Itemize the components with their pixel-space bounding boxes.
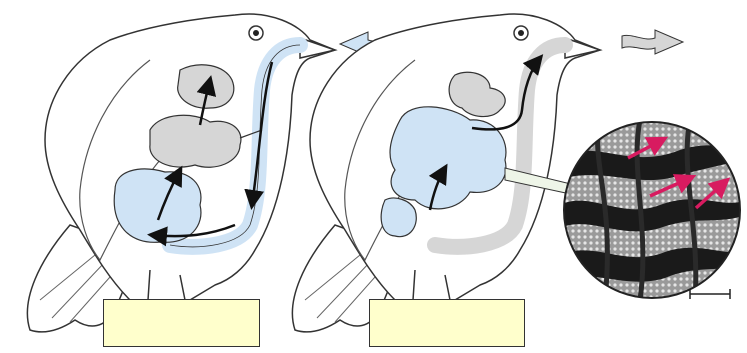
micrograph-parabronchi — [560, 120, 747, 300]
posterior-air-sac-right — [381, 198, 416, 237]
label-box-right — [369, 299, 525, 347]
lung-lower-left — [150, 115, 241, 167]
scale-bar — [690, 289, 730, 299]
posterior-air-sac-left — [114, 169, 201, 242]
bird-right — [292, 14, 600, 332]
gray-outgoing-arrow-icon — [622, 30, 683, 54]
bird-left — [27, 14, 335, 332]
label-box-left — [103, 299, 260, 347]
